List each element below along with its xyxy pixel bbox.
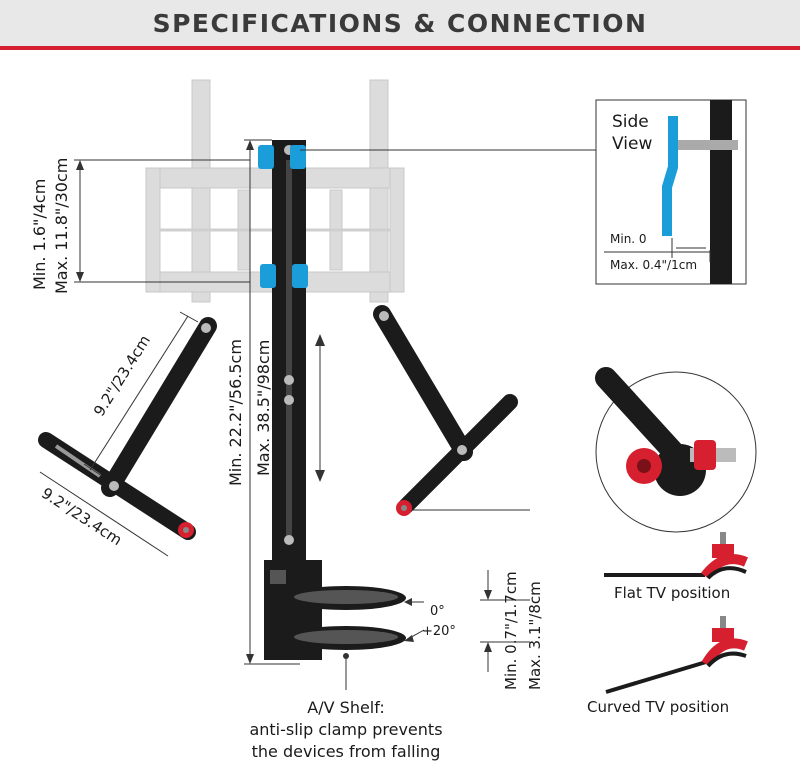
top-left-clip: [258, 145, 274, 169]
bracket-gap-max-label: Max. 11.8"/30cm: [52, 157, 71, 294]
page-title: SPECIFICATIONS & CONNECTION: [152, 9, 648, 38]
mount-left-end: [145, 167, 161, 293]
bottom-left-clip: [260, 264, 276, 288]
bracket-gap-min-label: Min. 1.6"/4cm: [30, 178, 49, 290]
tilt-max-label: +20°: [422, 624, 456, 639]
shelf-gap-dimension: [480, 570, 530, 672]
side-view-bracket: [662, 116, 678, 236]
flat-position-icon: [604, 532, 748, 580]
mount-left-rail: [191, 79, 211, 303]
pole-slot: [286, 160, 292, 540]
side-view-callout: [300, 99, 747, 285]
pole-max-label: Max. 38.5"/98cm: [254, 339, 273, 476]
bracket-gap-dimension: [74, 159, 250, 283]
av-shelf: [264, 560, 406, 690]
side-view-max: Max. 0.4"/1cm: [610, 258, 698, 272]
left-arm-dimensions: [39, 311, 199, 557]
side-view-title-1: Side: [612, 112, 649, 132]
top-right-clip: [290, 145, 306, 169]
shelf-gap-min-label: Min. 0.7"/1.7cm: [502, 571, 520, 690]
bottom-right-clip: [292, 264, 308, 288]
vertical-pole: [272, 140, 306, 570]
pole-dimension: [244, 139, 325, 665]
mount-right-rail: [369, 79, 389, 303]
knob-detail-callout: [595, 367, 757, 533]
side-view-min: Min. 0: [610, 232, 647, 246]
side-view-title-2: View: [612, 134, 653, 154]
curved-position-icon: [605, 616, 748, 694]
side-view-wall: [710, 100, 732, 284]
curved-position-label: Curved TV position: [587, 698, 730, 716]
header-band: [0, 0, 800, 46]
shelf-caption-2: anti-slip clamp prevents: [249, 720, 443, 739]
tilt-indicator: [404, 598, 425, 642]
header-accent-line: [0, 46, 800, 50]
shelf-gap-max-label: Max. 3.1"/8cm: [526, 581, 544, 690]
right-speaker-arm: [373, 305, 530, 516]
flat-position-label: Flat TV position: [614, 584, 731, 602]
mount-right-end: [389, 167, 405, 293]
shelf-caption-3: the devices from falling: [251, 742, 441, 761]
pole-min-label: Min. 22.2"/56.5cm: [226, 339, 245, 486]
shelf-caption-1: A/V Shelf:: [307, 698, 385, 717]
left-speaker-arm: [38, 317, 217, 540]
tilt-min-label: 0°: [430, 604, 445, 619]
blue-clips: [258, 145, 308, 288]
